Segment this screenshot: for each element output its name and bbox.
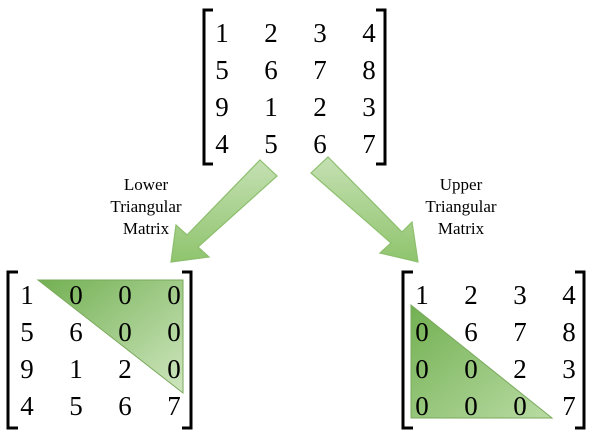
- matrix-cell: 5: [264, 129, 278, 159]
- matrix-cell: 2: [264, 18, 278, 48]
- matrix-cell: 6: [118, 391, 132, 421]
- upper-bracket-right: [575, 270, 586, 430]
- lower-label-line-2: Triangular: [110, 197, 182, 216]
- matrix-cell: 9: [20, 354, 34, 384]
- matrix-cell: 0: [167, 317, 181, 347]
- matrix-cell: 5: [69, 391, 83, 421]
- lower-triangle-highlight: [36, 279, 184, 395]
- matrix-cell: 8: [362, 55, 376, 85]
- upper-label-line-2: Triangular: [425, 197, 497, 216]
- matrix-cell: 8: [562, 317, 576, 347]
- matrix-cell: 0: [118, 280, 132, 310]
- lower-bracket-right: [182, 270, 193, 430]
- matrix-cell: 6: [264, 55, 278, 85]
- matrix-cell: 4: [562, 280, 576, 310]
- matrix-cell: 4: [20, 391, 34, 421]
- matrix-cell: 6: [464, 317, 478, 347]
- matrix-cell: 6: [69, 317, 83, 347]
- matrix-cell: 0: [513, 391, 527, 421]
- matrix-cell: 1: [215, 18, 229, 48]
- matrix-cell: 7: [167, 391, 181, 421]
- upper-label-line-3: Matrix: [437, 219, 485, 238]
- matrix-cell: 7: [562, 391, 576, 421]
- matrix-cell: 1: [264, 92, 278, 122]
- upper-label-line-1: Upper: [439, 175, 483, 194]
- matrix-cell: 4: [215, 129, 229, 159]
- matrix-cell: 2: [118, 354, 132, 384]
- matrix-cell: 0: [464, 391, 478, 421]
- matrix-cell: 3: [362, 92, 376, 122]
- matrix-cell: 3: [513, 280, 527, 310]
- lower-bracket-left: [6, 270, 18, 430]
- matrix-cell: 3: [562, 354, 576, 384]
- upper-triangle-highlight: [410, 303, 554, 419]
- matrix-cell: 0: [69, 280, 83, 310]
- upper-arrow: [310, 156, 419, 263]
- matrix-cell: 2: [513, 354, 527, 384]
- source-bracket-right: [376, 8, 387, 166]
- matrix-cell: 2: [464, 280, 478, 310]
- matrix-cell: 9: [215, 92, 229, 122]
- lower-triangular-label: Lower Triangular Matrix: [96, 174, 196, 240]
- matrix-cell: 0: [167, 354, 181, 384]
- source-bracket-left: [202, 8, 213, 166]
- matrix-cell: 1: [20, 280, 34, 310]
- matrix-cell: 0: [415, 354, 429, 384]
- matrix-cell: 7: [362, 129, 376, 159]
- upper-bracket-left: [401, 270, 413, 430]
- lower-arrow: [170, 159, 278, 263]
- matrix-cell: 0: [464, 354, 478, 384]
- matrix-cell: 2: [313, 92, 327, 122]
- matrix-cell: 7: [513, 317, 527, 347]
- upper-triangular-label: Upper Triangular Matrix: [411, 174, 511, 240]
- matrix-cell: 0: [415, 391, 429, 421]
- matrix-cell: 6: [313, 129, 327, 159]
- matrix-cell: 0: [415, 317, 429, 347]
- lower-label-line-3: Matrix: [122, 219, 170, 238]
- matrix-cell: 3: [313, 18, 327, 48]
- matrix-cell: 7: [313, 55, 327, 85]
- matrix-cell: 5: [215, 55, 229, 85]
- matrix-cell: 0: [167, 280, 181, 310]
- matrix-cell: 0: [118, 317, 132, 347]
- matrix-cell: 1: [415, 280, 429, 310]
- matrix-cell: 4: [362, 18, 376, 48]
- matrix-cell: 1: [69, 354, 83, 384]
- lower-label-line-1: Lower: [123, 175, 169, 194]
- matrix-cell: 5: [20, 317, 34, 347]
